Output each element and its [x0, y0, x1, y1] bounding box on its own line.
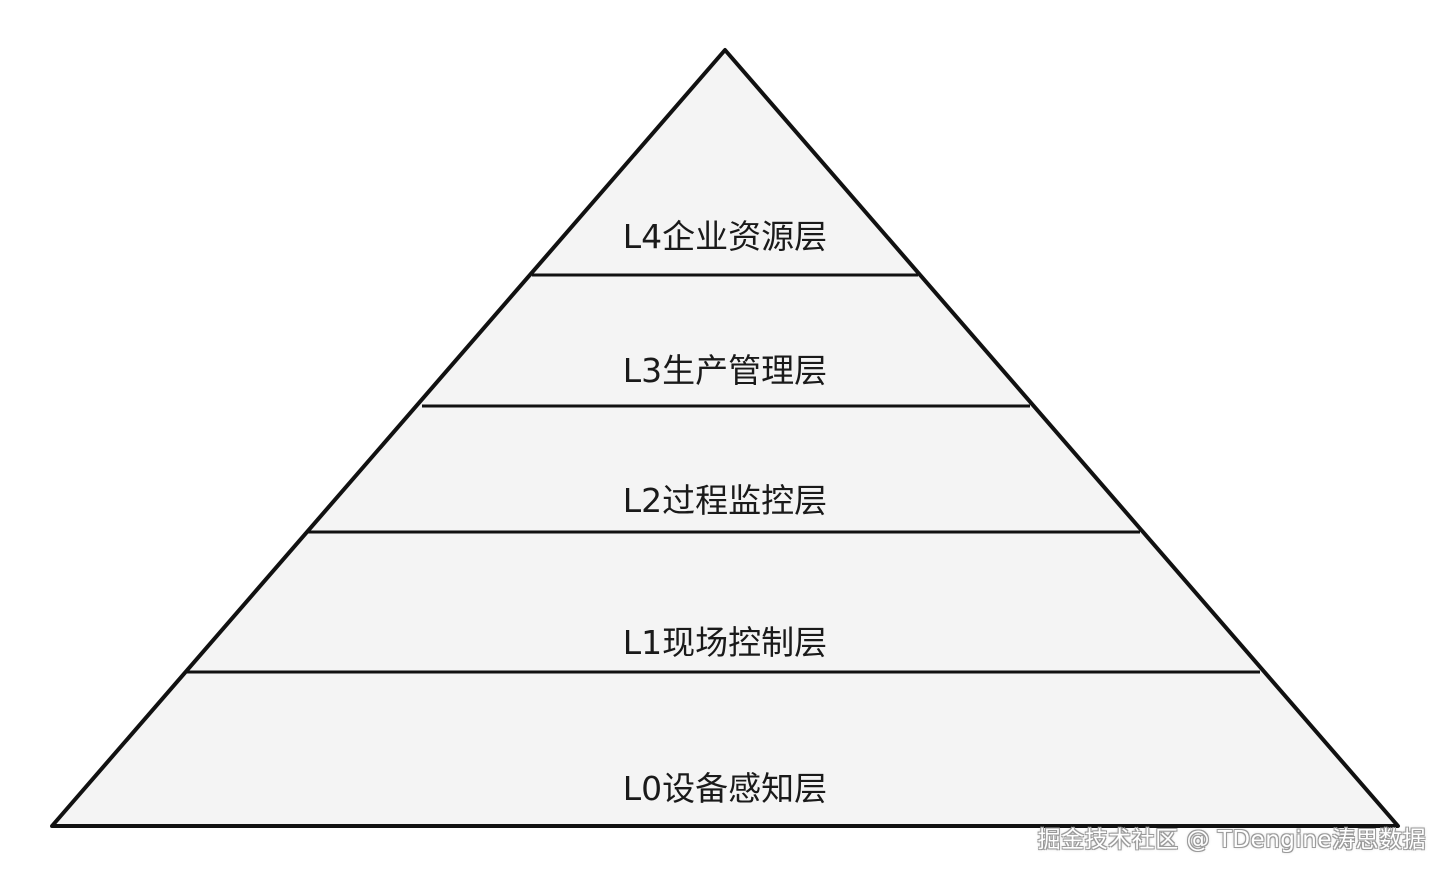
layer-label-l2: L2过程监控层	[623, 481, 827, 520]
layer-label-l1: L1现场控制层	[623, 623, 827, 662]
layer-label-l4: L4企业资源层	[623, 217, 827, 256]
pyramid-outline	[50, 48, 1400, 828]
layer-label-l0: L0设备感知层	[623, 769, 827, 808]
watermark-text: 掘金技术社区 @ TDengine涛思数据	[1037, 827, 1426, 853]
layer-label-l3: L3生产管理层	[623, 351, 827, 390]
